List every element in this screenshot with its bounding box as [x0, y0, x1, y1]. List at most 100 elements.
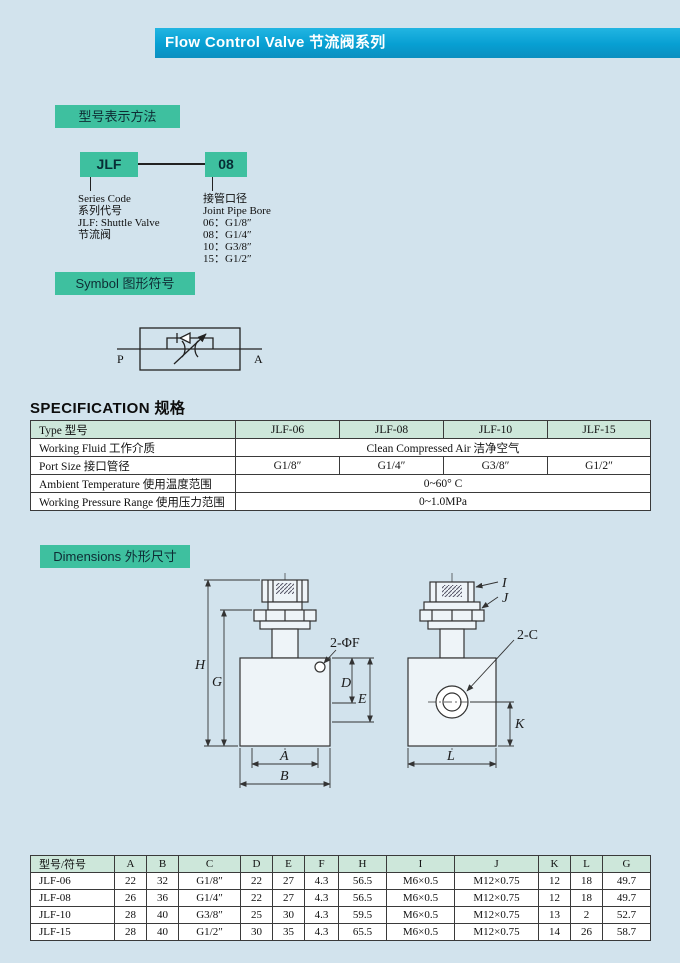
table-cell: M6×0.5 — [386, 906, 455, 924]
table-cell: 4.3 — [304, 872, 339, 890]
model-connector-line — [138, 163, 205, 165]
table-cell: JLF-10 — [30, 906, 115, 924]
table-cell: G1/4″ — [178, 889, 241, 907]
table-cell: M6×0.5 — [386, 889, 455, 907]
table-cell: 4.3 — [304, 889, 339, 907]
table-cell: G1/8″ — [178, 872, 241, 890]
series-desc-line: JLF: Shuttle Valve — [78, 217, 160, 229]
side-neck — [439, 628, 465, 659]
table-cell: Working Pressure Range 使用压力范围 — [30, 492, 236, 511]
table-cell: M12×0.75 — [454, 923, 539, 941]
table-cell: 58.7 — [602, 923, 651, 941]
table-cell: JLF-06 — [30, 872, 115, 890]
table-cell: 30 — [240, 923, 273, 941]
size-code-box: 08 — [205, 152, 247, 177]
table-cell: Working Fluid 工作介质 — [30, 438, 236, 457]
table-cell: Clean Compressed Air 洁净空气 — [235, 438, 651, 457]
series-desc-line: Series Code — [78, 193, 131, 205]
dim-label-I: I — [501, 576, 508, 591]
table-cell: 2 — [570, 906, 603, 924]
column-header: G — [602, 855, 651, 873]
size-desc-line: 15：G1/2″ — [203, 253, 252, 265]
size-leader-line — [212, 177, 213, 191]
table-cell: M12×0.75 — [454, 872, 539, 890]
table-cell: 28 — [114, 906, 147, 924]
column-header: H — [338, 855, 387, 873]
table-cell: G3/8″ — [443, 456, 548, 475]
dimension-drawings: H G D E A B 2-ΦF — [194, 573, 538, 788]
table-cell: 4.3 — [304, 923, 339, 941]
table-cell: 13 — [538, 906, 571, 924]
dim-label-J: J — [502, 591, 509, 606]
table-cell: JLF-15 — [30, 923, 115, 941]
dim-label-A: A — [279, 749, 289, 764]
dim-label-2-phi-F: 2-ΦF — [330, 636, 360, 651]
table-cell: 22 — [240, 872, 273, 890]
specification-title: SPECIFICATION 规格 — [30, 400, 186, 417]
dim-label-L: L — [446, 749, 455, 764]
table-cell: M12×0.75 — [454, 906, 539, 924]
table-cell: G1/2″ — [547, 456, 651, 475]
column-header: K — [538, 855, 571, 873]
valve-front-view — [239, 579, 331, 747]
front-body — [239, 657, 331, 747]
column-header: F — [304, 855, 339, 873]
dim-label-B: B — [280, 769, 289, 784]
symbol-lines — [117, 327, 262, 371]
table-cell: 27 — [272, 872, 305, 890]
column-header: JLF-08 — [339, 420, 444, 439]
size-description: 接管口径 Joint Pipe Bore 06：G1/8″ 08：G1/4″ 1… — [203, 193, 271, 265]
symbol-port-p-label: P — [117, 352, 124, 366]
table-cell: 0~60° C — [235, 474, 651, 493]
series-description: Series Code 系列代号 JLF: Shuttle Valve 节流阀 — [78, 193, 160, 241]
table-cell: 52.7 — [602, 906, 651, 924]
table-cell: G1/2″ — [178, 923, 241, 941]
column-header: D — [240, 855, 273, 873]
table-cell: 40 — [146, 923, 179, 941]
column-header: B — [146, 855, 179, 873]
table-cell: 59.5 — [338, 906, 387, 924]
table-cell: 12 — [538, 889, 571, 907]
table-cell: 49.7 — [602, 889, 651, 907]
table-cell: G1/4″ — [339, 456, 444, 475]
section-label-symbol: Symbol 图形符号 — [55, 272, 195, 295]
table-cell: Ambient Temperature 使用温度范围 — [30, 474, 236, 493]
table-cell: JLF-08 — [30, 889, 115, 907]
table-cell: M6×0.5 — [386, 872, 455, 890]
column-header: J — [454, 855, 539, 873]
table-cell: 36 — [146, 889, 179, 907]
column-header: E — [272, 855, 305, 873]
table-cell: 27 — [272, 889, 305, 907]
table-cell: 18 — [570, 889, 603, 907]
table-cell: 32 — [146, 872, 179, 890]
table-cell: 18 — [570, 872, 603, 890]
dim-label-D: D — [340, 676, 351, 691]
table-cell: 56.5 — [338, 889, 387, 907]
series-leader-line — [90, 177, 91, 191]
column-header: A — [114, 855, 147, 873]
table-cell: 26 — [570, 923, 603, 941]
table-cell: 65.5 — [338, 923, 387, 941]
column-header: L — [570, 855, 603, 873]
page-title: Flow Control Valve 节流阀系列 — [155, 28, 680, 58]
valve-side-view — [407, 581, 497, 747]
size-desc-line: 接管口径 — [203, 193, 247, 205]
column-header: JLF-06 — [235, 420, 340, 439]
valve-symbol-drawing: P A — [117, 327, 263, 371]
size-desc-line: 10：G3/8″ — [203, 241, 252, 253]
column-header: C — [178, 855, 241, 873]
front-neck — [271, 628, 299, 659]
table-cell: 30 — [272, 906, 305, 924]
size-desc-line: 06：G1/8″ — [203, 217, 252, 229]
